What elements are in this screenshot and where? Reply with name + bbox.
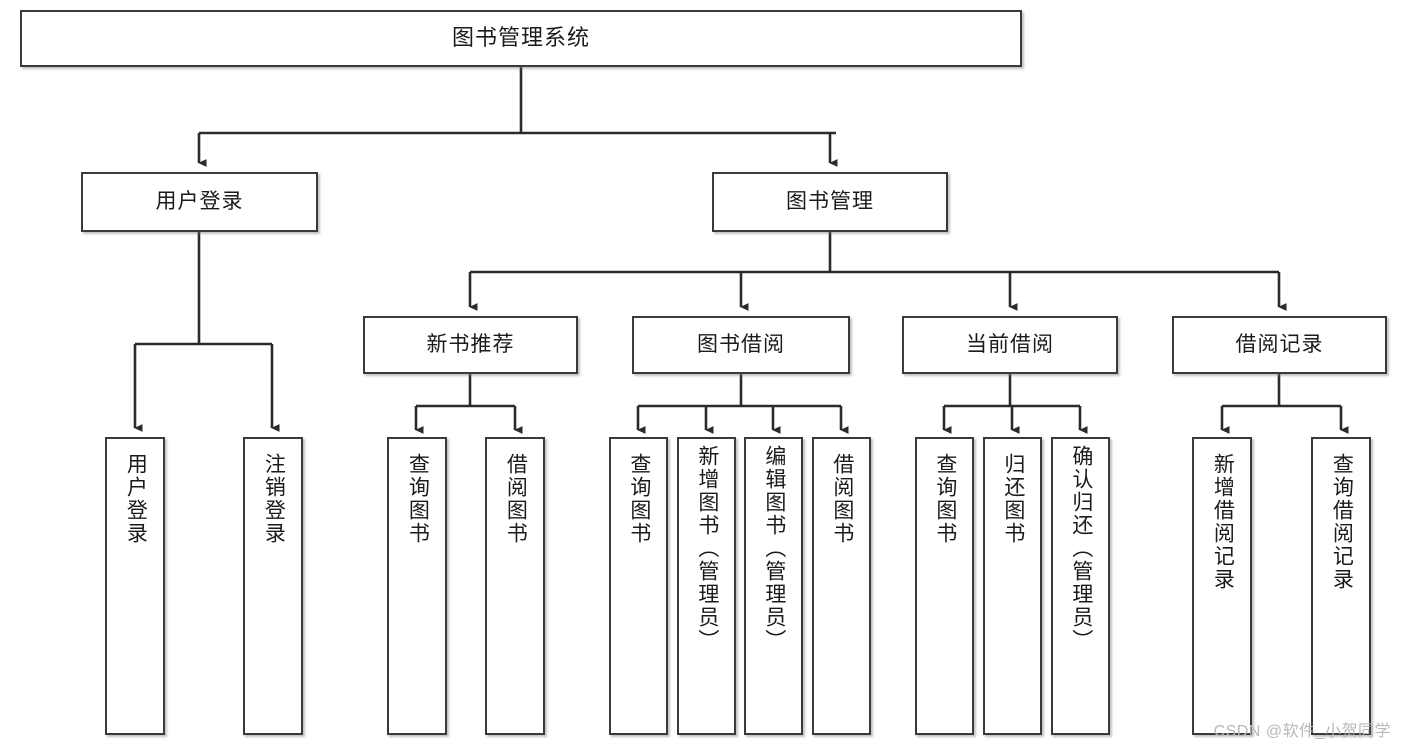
- leaf-logout[interactable]: 注销登录: [243, 437, 303, 735]
- node-book-borrow[interactable]: 图书借阅: [632, 316, 850, 374]
- node-label: 借阅图书: [504, 453, 528, 545]
- leaf-add-book-admin[interactable]: 新增图书（管理员）: [677, 437, 736, 735]
- node-label: 新书推荐: [426, 333, 515, 357]
- node-label: 用户登录: [155, 190, 244, 214]
- leaf-add-borrow-record[interactable]: 新增借阅记录: [1192, 437, 1252, 735]
- node-label: 借阅图书: [830, 453, 854, 545]
- node-label: 新增借阅记录: [1211, 453, 1235, 591]
- node-current-borrow[interactable]: 当前借阅: [902, 316, 1118, 374]
- node-borrow-record[interactable]: 借阅记录: [1172, 316, 1387, 374]
- node-label: 查询图书: [627, 453, 651, 545]
- node-label: 注销登录: [262, 453, 286, 545]
- leaf-borrow-book[interactable]: 借阅图书: [812, 437, 871, 735]
- node-label: 借阅记录: [1235, 333, 1324, 357]
- leaf-confirm-return-admin[interactable]: 确认归还（管理员）: [1051, 437, 1110, 735]
- node-label: 查询图书: [406, 453, 430, 545]
- node-label: 图书管理系统: [451, 25, 590, 51]
- node-label: 当前借阅: [966, 333, 1054, 357]
- node-label: 图书管理: [786, 190, 874, 214]
- node-label: 查询借阅记录: [1330, 453, 1354, 591]
- watermark: CSDN @软件_小贺同学: [1213, 723, 1391, 740]
- leaf-query-book-current[interactable]: 查询图书: [915, 437, 974, 735]
- leaf-query-book-borrow[interactable]: 查询图书: [609, 437, 668, 735]
- leaf-query-borrow-record[interactable]: 查询借阅记录: [1311, 437, 1371, 735]
- node-root-system[interactable]: 图书管理系统: [20, 10, 1022, 67]
- node-book-management[interactable]: 图书管理: [712, 172, 948, 232]
- leaf-query-book-recommend[interactable]: 查询图书: [387, 437, 447, 735]
- node-new-book-recommend[interactable]: 新书推荐: [363, 316, 578, 374]
- leaf-borrow-book-recommend[interactable]: 借阅图书: [485, 437, 545, 735]
- node-label: 新增图书（管理员）: [695, 445, 719, 652]
- node-user-login[interactable]: 用户登录: [81, 172, 318, 232]
- leaf-user-login[interactable]: 用户登录: [105, 437, 165, 735]
- node-label: 确认归还（管理员）: [1069, 445, 1093, 652]
- leaf-edit-book-admin[interactable]: 编辑图书（管理员）: [744, 437, 803, 735]
- leaf-return-book[interactable]: 归还图书: [983, 437, 1042, 735]
- node-label: 用户登录: [124, 453, 148, 545]
- node-label: 查询图书: [933, 453, 957, 545]
- node-label: 归还图书: [1001, 453, 1025, 545]
- node-label: 编辑图书（管理员）: [762, 445, 786, 652]
- node-label: 图书借阅: [697, 333, 785, 357]
